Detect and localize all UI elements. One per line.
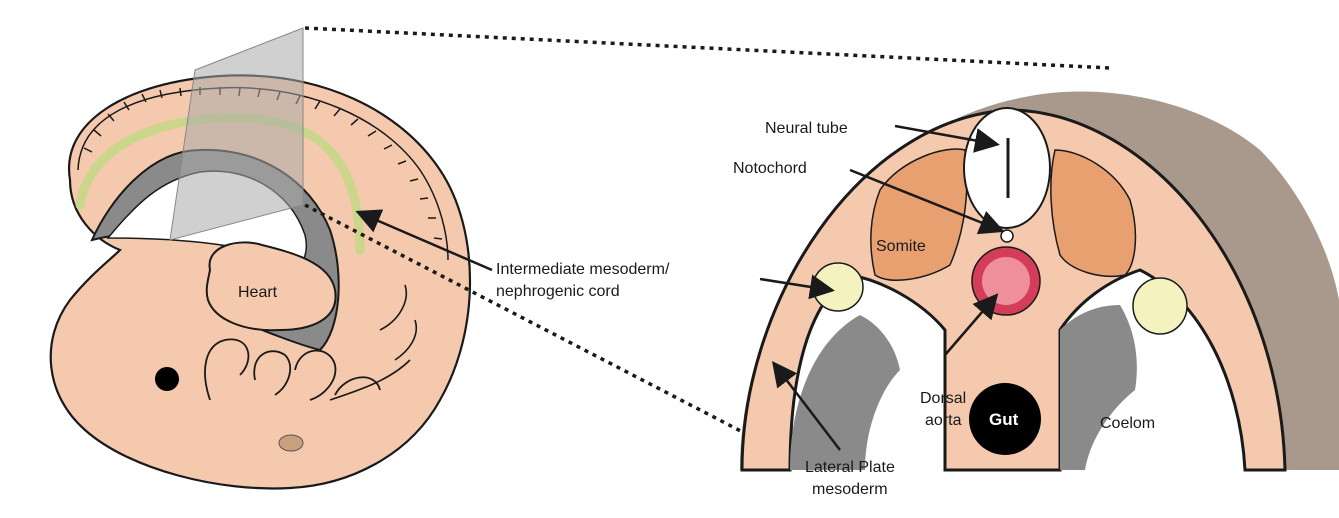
projection-lines [304, 26, 1111, 442]
heart-label: Heart [238, 284, 278, 301]
whole-embryo: Heart [49, 27, 472, 490]
intermediate-left [812, 262, 864, 312]
intermediate-right [1132, 277, 1188, 335]
somite-left [870, 148, 968, 281]
otic-placode [278, 434, 304, 452]
eye-dot [155, 367, 179, 391]
notochord-label: Notochord [733, 160, 807, 177]
dorsal-aorta-label-line2: aorta [925, 412, 962, 429]
lateral-plate-label-line2: mesoderm [812, 481, 888, 498]
section-plane [169, 27, 304, 241]
leader-arrows [355, 124, 1005, 451]
cross-section: Somite Gut Coelom [740, 91, 1339, 472]
heart-shape [205, 241, 337, 332]
notochord [1000, 229, 1014, 243]
lower-contour [329, 284, 417, 401]
lateral-plate-label-line1: Lateral Plate [805, 459, 895, 476]
somite-label: Somite [876, 238, 926, 255]
gut-label: Gut [989, 410, 1019, 429]
intermediate-label-line2: nephrogenic cord [496, 283, 620, 300]
left-coelom [790, 315, 900, 470]
dorsal-aorta-label-line1: Dorsal [920, 390, 966, 407]
dorsal-aorta-lumen [982, 257, 1030, 305]
coelom-label: Coelom [1100, 415, 1155, 432]
right-coelom [1060, 305, 1137, 470]
neural-tube-label: Neural tube [765, 120, 848, 137]
somite-right [1050, 149, 1137, 277]
gut [969, 383, 1041, 455]
head-folds [204, 338, 381, 401]
intermediate-label-line1: Intermediate mesoderm/ [496, 261, 670, 278]
